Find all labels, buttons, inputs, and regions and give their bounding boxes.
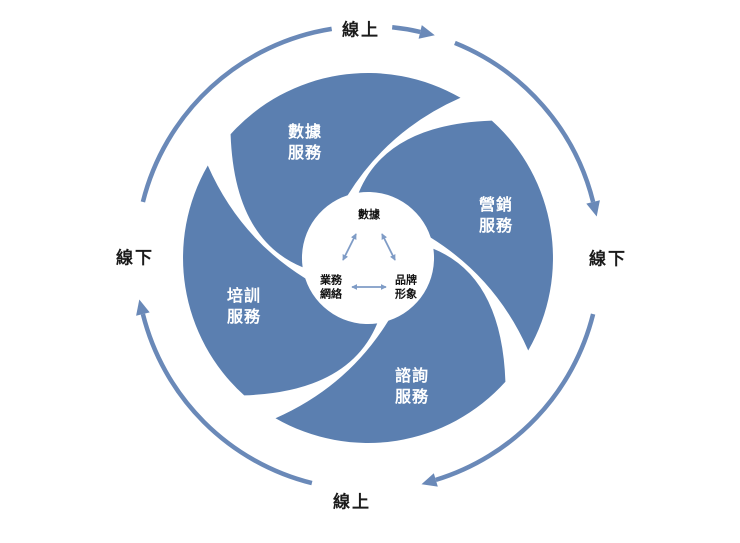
cycle-arrowhead-top-icon [418,25,435,39]
cycle-arc-top-segment [391,25,421,35]
label-offline-left: 線下 [114,243,156,269]
cycle-arc-bottom-right [435,313,596,483]
center-label-data: 數據 [358,208,380,221]
center-label-business-network: 業務 網絡 [320,274,342,303]
center-arrow-data-brand [381,233,396,261]
pinwheel-blade-training-services [183,165,378,396]
center-label-line: 品牌 [395,274,417,287]
blade-label-line: 營銷 [478,197,514,215]
label-online-top: 線上 [340,15,382,41]
outer-cycle-arrows [140,25,596,486]
center-label-brand-image: 品牌 形象 [395,274,417,303]
blade-label-data-services: 數據 服務 [288,123,322,165]
cycle-arrowhead-left-icon [136,299,150,316]
center-label-line: 網絡 [320,289,342,301]
center-label-line: 形象 [395,289,417,301]
cycle-arc-bottom-left [140,313,313,486]
label-offline-right: 線下 [587,244,629,270]
label-online-bottom: 線上 [331,487,373,513]
cycle-arc-top-right [454,40,596,203]
blade-label-line: 服務 [478,218,514,235]
cycle-arrowhead-bottom-icon [421,473,438,487]
pinwheel-blade-data-services [230,73,461,268]
blade-label-training-services: 培訓 服務 [227,287,261,329]
cycle-arrowhead-right-icon [586,200,600,217]
blade-label-line: 諮詢 [394,368,430,386]
blade-label-line: 服務 [226,309,262,326]
cycle-arc-top-left [140,26,333,203]
blade-label-marketing-services: 營銷 服務 [479,196,513,238]
center-label-line: 業務 [320,274,342,287]
blade-label-line: 數據 [287,124,323,142]
center-arrow-data-network [342,233,357,261]
outer-cycle-arrowheads [136,25,600,487]
blade-label-line: 服務 [394,389,430,406]
pinwheel [183,73,553,443]
pinwheel-blade-marketing-services [358,120,553,351]
pinwheel-blade-consulting-services [275,248,506,443]
blade-label-line: 服務 [287,145,323,162]
blade-label-consulting-services: 諮詢 服務 [395,367,429,409]
center-arrows [342,233,396,290]
blade-label-line: 培訓 [226,288,262,306]
